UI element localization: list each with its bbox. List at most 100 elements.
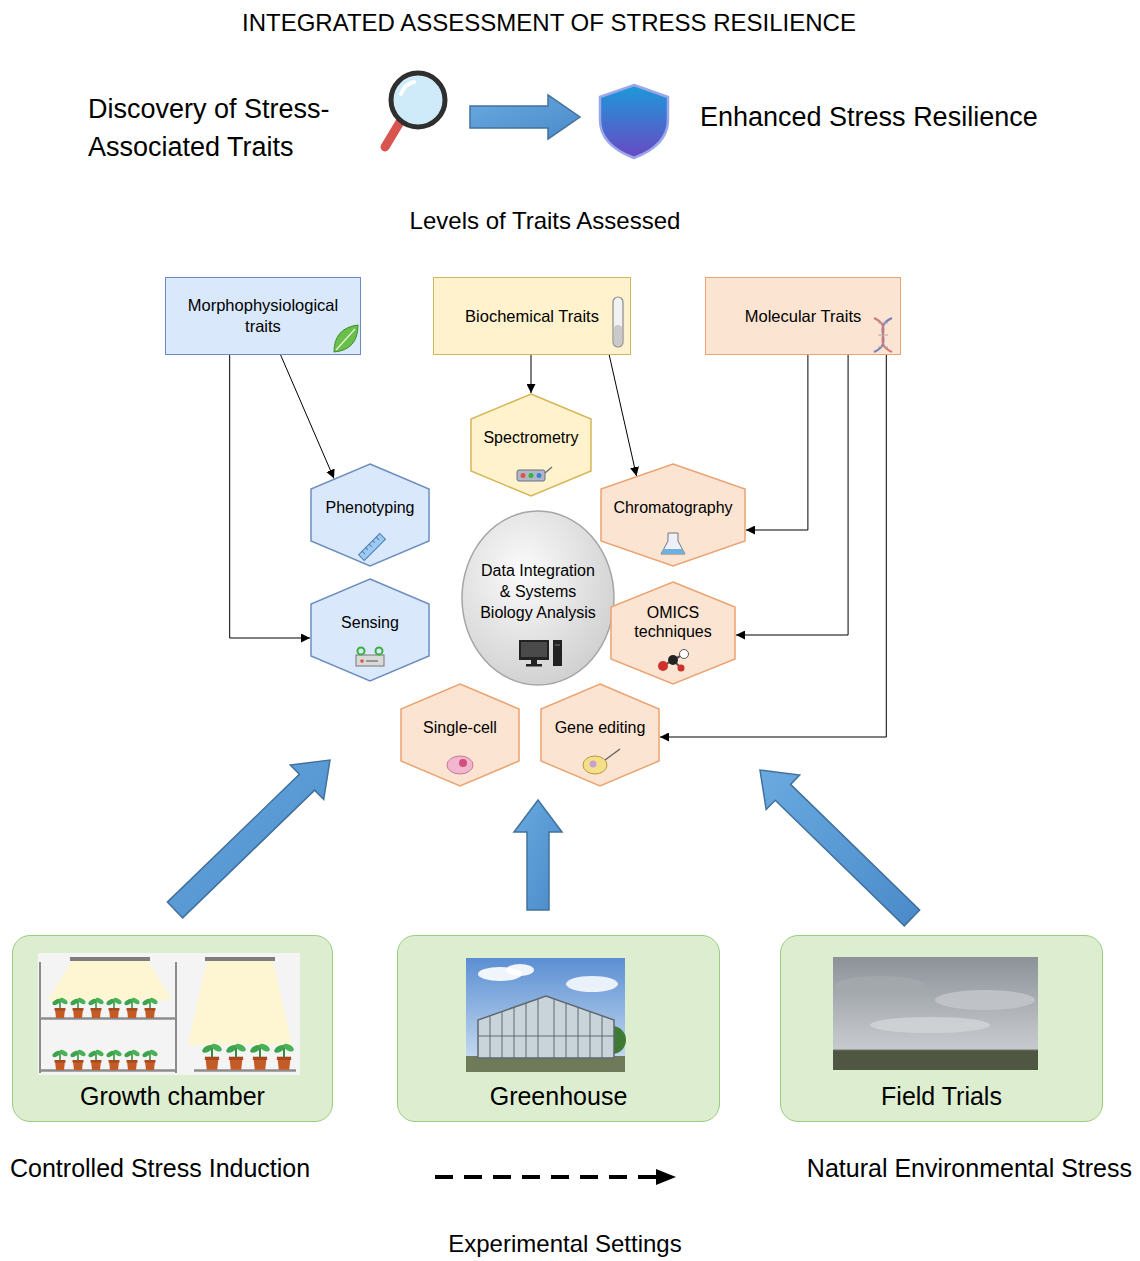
method-hexagon: Phenotyping xyxy=(310,463,430,567)
goal-label: Discovery of Stress-Associated Traits xyxy=(88,90,343,166)
flask-icon xyxy=(661,533,685,554)
computer-icon xyxy=(531,660,537,664)
growth-chamber-picture xyxy=(69,1049,86,1070)
axis-title: Experimental Settings xyxy=(448,1229,681,1258)
method-hexagon: Spectrometry xyxy=(470,393,592,497)
spectrometer-icon xyxy=(521,473,526,478)
connector-arrow xyxy=(230,355,310,638)
method-hexagon: Single-cell xyxy=(400,683,520,787)
method-hexagon: Gene editing xyxy=(540,683,660,787)
greenhouse-picture xyxy=(478,996,614,1058)
spectrometer-icon xyxy=(537,473,542,478)
node-text: Gene editing xyxy=(555,718,646,737)
node-text: Growth chamber xyxy=(80,1081,265,1111)
goal-label: Enhanced Stress Resilience xyxy=(700,101,1038,133)
computer-icon xyxy=(526,664,542,667)
growth-chamber-picture xyxy=(105,997,122,1018)
dna-icon xyxy=(874,318,892,352)
molecule-icon xyxy=(673,654,684,660)
connector-arrow xyxy=(746,355,808,530)
shield-icon xyxy=(600,85,668,158)
ruler-icon xyxy=(376,537,379,540)
leaf-icon xyxy=(336,329,355,350)
flask-icon xyxy=(661,533,685,554)
spectrometer-icon xyxy=(529,473,534,478)
growth-chamber-picture xyxy=(249,1042,271,1070)
spectrometer-icon xyxy=(517,470,545,481)
cell-icon xyxy=(447,756,473,774)
connector-arrow xyxy=(281,355,334,479)
ruler-icon xyxy=(362,551,365,554)
title-holder: INTEGRATED ASSESSMENT OF STRESS RESILIEN… xyxy=(0,8,1098,37)
greenhouse-picture xyxy=(602,1016,603,1058)
greenhouse-picture xyxy=(578,1007,579,1058)
circuit-board-icon xyxy=(366,661,378,662)
method-hexagon: OMICS techniques xyxy=(610,581,736,685)
circuit-board-icon xyxy=(360,659,364,663)
growth-chamber-picture xyxy=(273,1042,295,1070)
greenhouse-picture xyxy=(490,1016,491,1058)
circuit-board-icon xyxy=(376,648,383,655)
block-arrow xyxy=(514,800,562,910)
ruler-icon xyxy=(359,534,386,561)
block-arrow xyxy=(470,95,580,139)
axis-end-label: Natural Environmental Stress xyxy=(807,1153,1132,1183)
greenhouse-picture xyxy=(566,1003,567,1058)
node-text: Chromatography xyxy=(613,498,732,517)
hexagon-shape xyxy=(611,582,735,684)
growth-chamber-picture xyxy=(48,961,172,1000)
node-text: OMICS techniques xyxy=(623,603,723,641)
computer-icon xyxy=(521,642,547,657)
growth-chamber-picture xyxy=(141,997,158,1018)
field-picture xyxy=(833,957,1038,1070)
node-text: Greenhouse xyxy=(490,1081,628,1111)
cell-icon xyxy=(447,756,473,774)
growth-chamber-picture xyxy=(175,962,177,1073)
node-text: Single-cell xyxy=(423,718,497,737)
greenhouse-picture xyxy=(506,964,534,976)
molecule-icon xyxy=(678,665,685,672)
greenhouse-picture xyxy=(478,1036,614,1037)
setting-panel: Greenhouse xyxy=(397,935,720,1122)
circuit-board-icon xyxy=(356,655,384,666)
dashed-axis-arrow xyxy=(656,1169,676,1185)
magnifier-icon xyxy=(385,122,400,147)
section-heading: Levels of Traits Assessed xyxy=(410,206,681,235)
growth-chamber-picture xyxy=(105,1049,122,1070)
molecule-icon xyxy=(680,650,689,659)
dna-icon xyxy=(874,318,892,352)
field-picture xyxy=(833,1050,1038,1070)
greenhouse-picture xyxy=(566,976,618,992)
molecule-icon xyxy=(663,660,673,666)
field-picture xyxy=(833,1050,1038,1051)
greenhouse-picture xyxy=(590,1012,591,1058)
ruler-icon xyxy=(373,541,375,543)
label-holder: Discovery of Stress-Associated Traits xyxy=(88,90,343,166)
magnifier-icon xyxy=(401,82,414,94)
greenhouse-picture xyxy=(554,999,555,1058)
node-text: Data Integration & Systems Biology Analy… xyxy=(476,560,600,623)
greenhouse-picture xyxy=(466,1056,625,1072)
block-arrow xyxy=(760,770,920,926)
label-holder: Controlled Stress Induction xyxy=(10,1153,310,1183)
dna-icon xyxy=(878,335,888,336)
growth-chamber-picture xyxy=(194,1069,296,1072)
label-holder: Enhanced Stress Resilience xyxy=(700,101,1038,133)
spectrometer-icon xyxy=(545,467,552,473)
molecule-icon xyxy=(673,660,681,668)
analysis-ellipse: Data Integration & Systems Biology Analy… xyxy=(461,510,615,686)
growth-chamber-picture xyxy=(188,961,292,1045)
molecule-icon xyxy=(668,655,678,665)
axis-end-label: Controlled Stress Induction xyxy=(10,1153,310,1183)
growth-chamber-picture xyxy=(51,1049,68,1070)
block-arrow xyxy=(167,760,330,918)
dna-icon xyxy=(878,323,888,324)
computer-icon xyxy=(553,640,562,666)
field-picture xyxy=(835,976,925,994)
hexagon-shape xyxy=(541,684,659,786)
growth-chamber-picture xyxy=(70,957,150,961)
trait-level-box: Molecular Traits xyxy=(705,277,901,355)
molecule-icon xyxy=(658,650,689,672)
